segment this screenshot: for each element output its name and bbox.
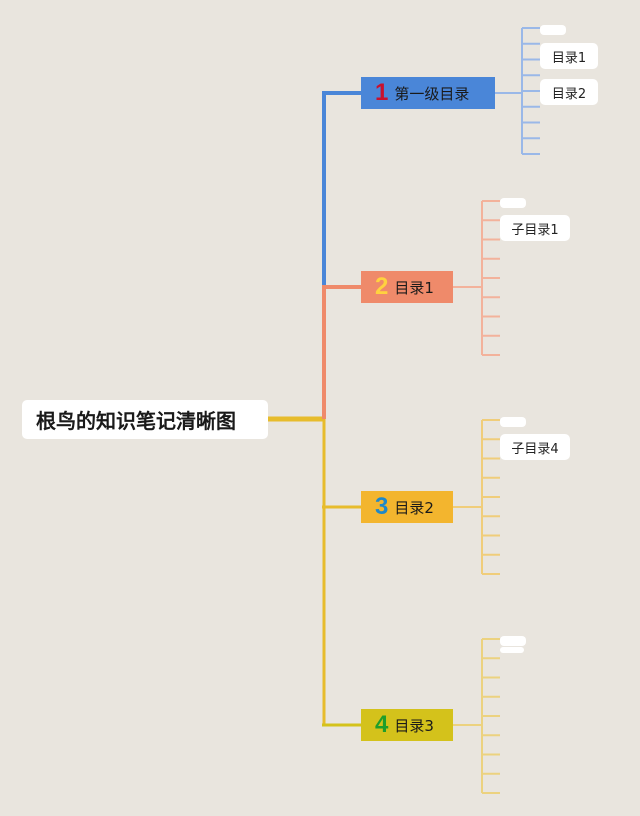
leaf-node[interactable]: 目录1 <box>540 43 598 69</box>
leaf-placeholder[interactable] <box>540 25 566 35</box>
branch-2-label: 目录1 <box>394 278 434 297</box>
branch-3-number: 3 <box>375 493 389 520</box>
leaf-node[interactable]: 目录2 <box>540 79 598 105</box>
root-node-label: 根鸟的知识笔记清晰图 <box>36 409 236 433</box>
branch-3-label: 目录2 <box>394 498 434 517</box>
branch-node-1[interactable]: 1 第一级目录 <box>361 77 495 109</box>
leaf-bracket-2 <box>453 200 500 356</box>
branch-1-label: 第一级目录 <box>394 84 470 103</box>
branch-node-2[interactable]: 2 目录1 <box>361 271 453 303</box>
leaf-node[interactable]: 子目录1 <box>500 215 570 241</box>
branch-4-label: 目录3 <box>394 716 434 735</box>
root-node[interactable]: 根鸟的知识笔记清晰图 <box>22 400 268 439</box>
leaf-node-label: 目录1 <box>551 50 587 66</box>
branch-node-3[interactable]: 3 目录2 <box>361 491 453 523</box>
leaf-placeholder[interactable] <box>500 636 526 646</box>
leaf-node[interactable]: 子目录4 <box>500 434 570 460</box>
leaf-node-label: 目录2 <box>551 86 587 102</box>
leaf-placeholder[interactable] <box>500 198 526 208</box>
leaf-placeholder[interactable] <box>500 647 524 653</box>
leaf-node-label: 子目录4 <box>511 441 559 457</box>
leaf-bracket-3 <box>453 419 500 575</box>
leaf-placeholder[interactable] <box>500 417 526 427</box>
branch-4-number: 4 <box>375 711 389 738</box>
leaf-node-label: 子目录1 <box>511 222 559 238</box>
branch-node-4[interactable]: 4 目录3 <box>361 709 453 741</box>
branch-1-number: 1 <box>375 79 389 106</box>
leaf-bracket-4 <box>453 638 500 794</box>
branch-2-number: 2 <box>375 273 389 300</box>
